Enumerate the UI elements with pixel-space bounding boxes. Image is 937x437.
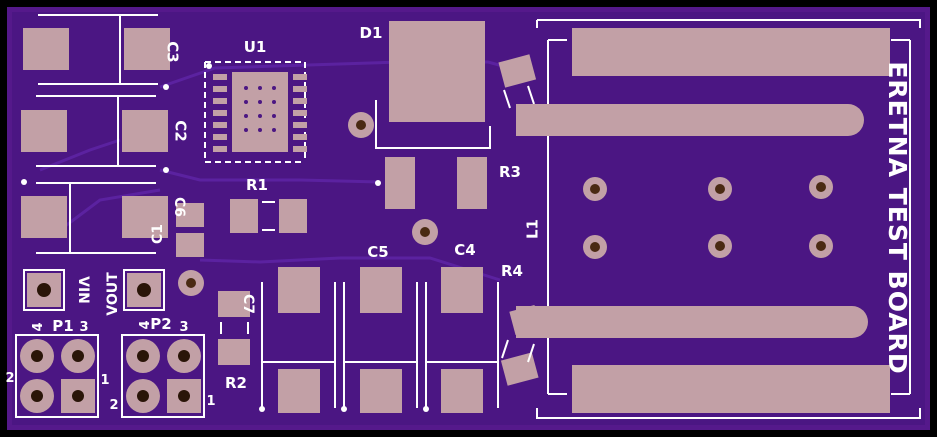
label-p1: P1: [52, 317, 73, 335]
label-l1: L1: [524, 219, 542, 239]
l1-tab-bottom: [528, 306, 868, 338]
l1-outline-outer: [536, 19, 921, 419]
p2-pin-4: 4: [138, 320, 153, 329]
label-c7: C7: [240, 294, 256, 314]
u1-pin1-dot: [206, 63, 212, 69]
c7-outline: [220, 322, 249, 334]
board-title: ERETNA TEST BOARD: [883, 61, 912, 374]
p2-pin-3: 3: [179, 320, 188, 335]
u1-pins-right: [293, 74, 307, 152]
r4-outline: [501, 339, 535, 363]
p1-pin-1: 1: [100, 373, 109, 388]
pin1-dot: [163, 84, 169, 90]
p2-pin-1: 1: [206, 394, 215, 409]
pin1-dot: [21, 179, 27, 185]
c1-pad-2: [122, 196, 168, 238]
u1-pins-left: [213, 74, 227, 152]
c7-pad-2: [218, 339, 250, 365]
cap-c2: [21, 95, 168, 167]
label-r1: R1: [246, 176, 268, 194]
p2-pin-2: 2: [109, 398, 118, 413]
cap-c1: [21, 182, 168, 254]
l1-tab-top: [528, 104, 864, 136]
label-r2: R2: [225, 374, 247, 392]
l1-outline-inner: [547, 39, 911, 395]
label-d1: D1: [360, 24, 383, 42]
c2-pad-1: [21, 110, 67, 152]
label-r3: R3: [499, 163, 521, 181]
r3-pad-2: [457, 157, 487, 209]
p1-pin-4: 4: [31, 322, 46, 331]
c3-pad-2: [124, 28, 170, 70]
label-r4: R4: [501, 262, 523, 280]
label-vin: VIN: [75, 276, 91, 304]
label-c4: C4: [454, 241, 475, 259]
u1-exposed-pad: [232, 72, 288, 152]
traces: [39, 60, 511, 282]
c3-pad-1: [23, 28, 69, 70]
label-c3: C3: [164, 41, 182, 62]
c1-outline: [36, 182, 156, 254]
label-vout: VOUT: [105, 272, 121, 316]
l1-pad-top: [572, 28, 890, 76]
label-c1: C1: [150, 224, 166, 244]
header-p2: [121, 334, 205, 418]
l1-thermal-vias: [583, 175, 833, 259]
d1-pad: [389, 21, 485, 122]
cap-bank-bottom: [259, 267, 499, 413]
c2-pad-2: [122, 110, 168, 152]
p1-pin-3: 3: [79, 320, 88, 335]
header-p1: [15, 334, 99, 418]
label-u1: U1: [244, 38, 267, 56]
r1-pad-1: [230, 199, 258, 233]
u1-thermal-vias: [244, 86, 276, 132]
inductor-l1: [516, 19, 921, 419]
c1-pad-1: [21, 196, 67, 238]
pin1-dot: [163, 167, 169, 173]
label-c5: C5: [367, 243, 388, 261]
cap-c3: [23, 14, 170, 85]
c3-outline: [38, 14, 158, 85]
c7-pad-1: [218, 291, 250, 317]
label-c2: C2: [172, 120, 190, 141]
testpoint-vout: [123, 269, 165, 311]
u1-outline: [204, 61, 306, 163]
p1-pin-2: 2: [5, 371, 14, 386]
label-c6: C6: [171, 197, 187, 217]
c6-pad-2: [176, 233, 204, 257]
testpoint-vin: [23, 269, 65, 311]
ic-u1: [204, 61, 307, 163]
r1-pad-2: [279, 199, 307, 233]
r3-pin1-dot: [375, 180, 381, 186]
r1-outline: [262, 201, 275, 231]
r3-pad-1: [385, 157, 415, 209]
d1-outline: [375, 100, 491, 149]
l1-pad-bottom: [572, 365, 890, 413]
vias: [178, 112, 438, 296]
c2-outline: [36, 95, 156, 167]
r-top-small: [498, 54, 537, 88]
c6-pad-1: [176, 203, 204, 227]
diode-d1: [375, 21, 491, 149]
label-p2: P2: [150, 315, 171, 333]
r-top-outline: [503, 85, 535, 109]
